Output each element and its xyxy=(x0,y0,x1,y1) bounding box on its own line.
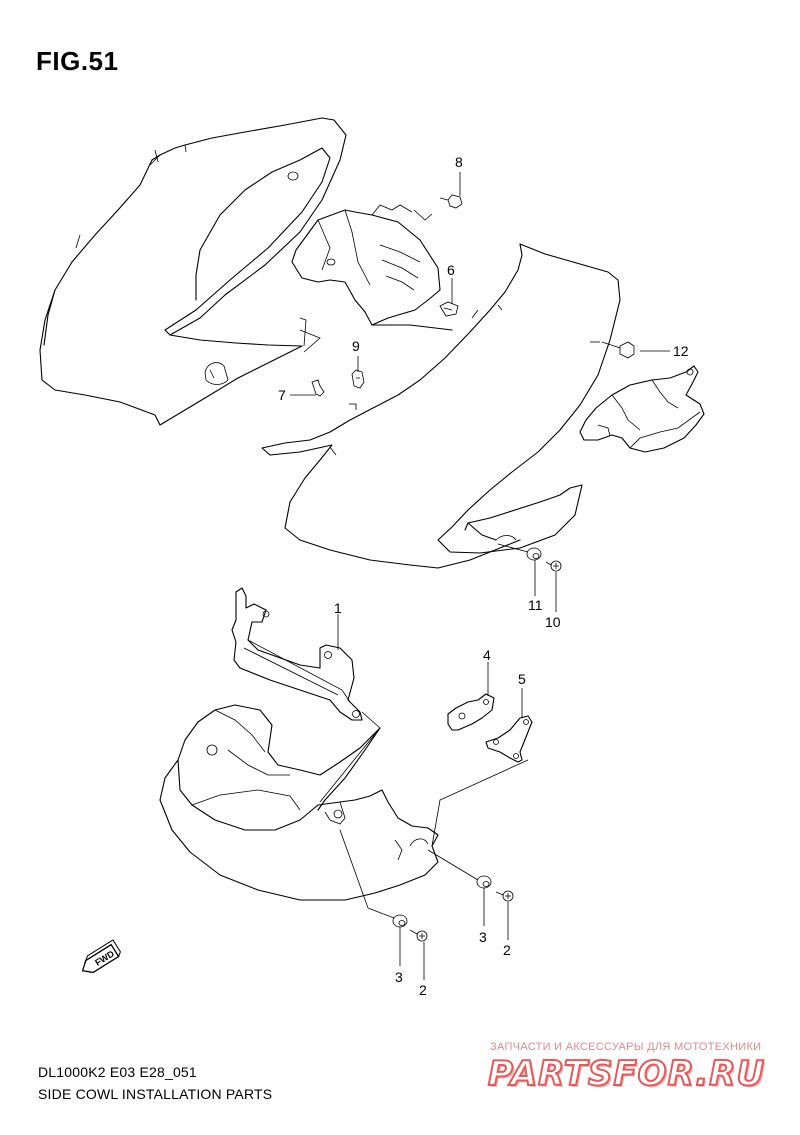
callout-1: 1 xyxy=(334,600,342,616)
figure-title: FIG.51 xyxy=(36,46,119,76)
clip-6 xyxy=(439,301,459,317)
callout-10: 10 xyxy=(545,614,561,630)
clip-9 xyxy=(351,369,365,389)
screw-8 xyxy=(439,194,463,209)
callout-3-right: 3 xyxy=(479,929,487,945)
callout-11: 11 xyxy=(528,597,543,613)
callout-5: 5 xyxy=(518,671,526,687)
main-side-cowl xyxy=(261,243,621,569)
watermark-tagline: ЗАПЧАСТИ И АКСЕССУАРЫ ДЛЯ МОТОТЕХНИКИ xyxy=(490,1041,762,1053)
leader-lines xyxy=(290,172,670,980)
callout-9: 9 xyxy=(352,338,360,354)
callout-2-left: 2 xyxy=(419,982,427,998)
callout-8: 8 xyxy=(455,154,463,170)
callout-labels: 8 6 12 9 7 11 10 1 4 5 3 2 3 2 xyxy=(278,154,689,998)
screw-10 xyxy=(545,560,562,572)
small-side-cover xyxy=(579,365,705,453)
lower-cowl xyxy=(159,704,439,901)
grommet-3-right xyxy=(427,849,492,889)
diagram-caption: SIDE COWL INSTALLATION PARTS xyxy=(38,1086,273,1102)
callout-2-right: 2 xyxy=(503,942,511,958)
diagram-code: DL1000K2 E03 E28_051 xyxy=(38,1064,197,1080)
grommet-3-left xyxy=(339,829,408,928)
callout-7: 7 xyxy=(278,387,286,403)
bracket-5 xyxy=(485,715,533,763)
callout-12: 12 xyxy=(673,343,689,359)
screw-2-left xyxy=(409,929,428,942)
screw-7 xyxy=(311,379,325,397)
callout-4: 4 xyxy=(483,647,491,663)
bracket-4 xyxy=(447,693,495,731)
inner-cowl-bracket xyxy=(291,204,453,331)
callout-3-left: 3 xyxy=(395,969,403,985)
grommet-11 xyxy=(497,543,542,561)
bracket-1 xyxy=(231,587,363,721)
screw-2-right xyxy=(495,890,514,902)
fwd-arrow-icon: FWD xyxy=(81,939,121,974)
fasteners xyxy=(311,194,635,942)
watermark-logo: PARTSFOR.RU xyxy=(487,1053,766,1095)
callout-6: 6 xyxy=(447,262,455,278)
screw-12 xyxy=(601,341,635,359)
upper-side-cowl xyxy=(39,117,347,426)
